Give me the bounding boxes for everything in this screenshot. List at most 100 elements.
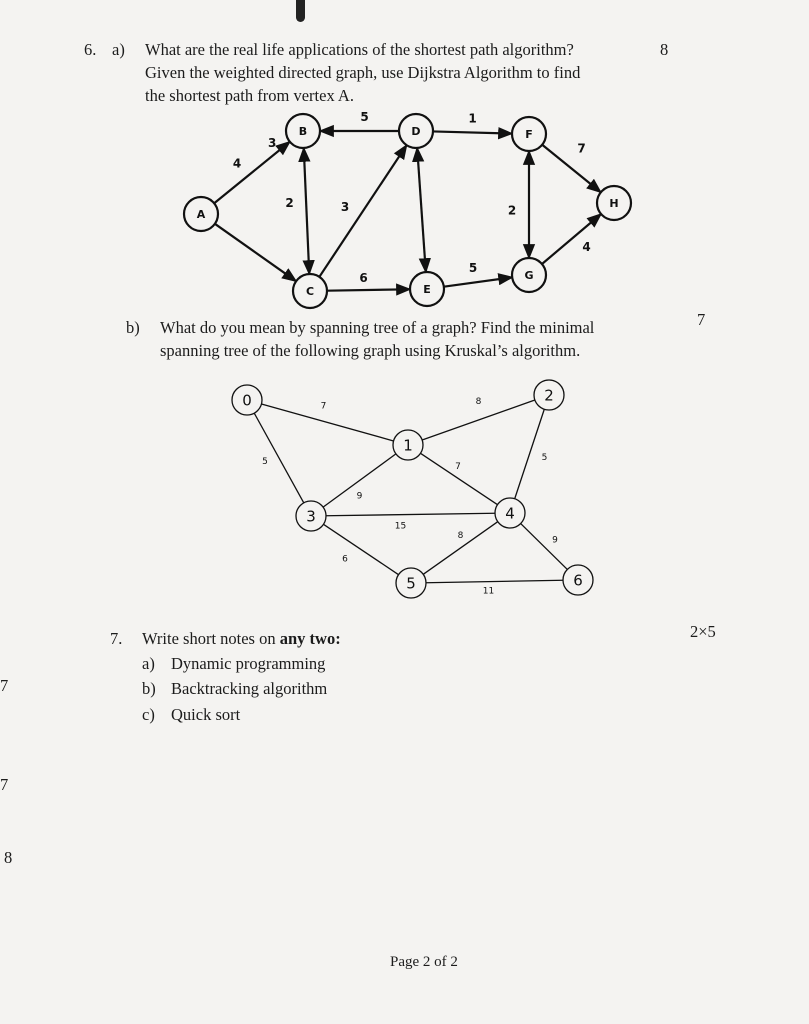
edge-5-6	[425, 579, 564, 584]
node-label: 3	[306, 507, 316, 525]
edge-weight-label: 11	[483, 587, 494, 597]
edge-weight-label: 3	[341, 200, 349, 214]
node-circle-G	[510, 256, 548, 294]
node-label: D	[411, 125, 420, 138]
edge-B-C	[298, 146, 315, 276]
prompt-text: Write short notes on	[142, 629, 280, 648]
edge-weight-label: 9	[552, 536, 558, 546]
question-6-number: 6.	[84, 40, 97, 59]
node-label: 6	[573, 571, 583, 589]
question-6b-line: spanning tree of the following graph usi…	[160, 341, 581, 360]
edge-weight-label: 1	[468, 112, 476, 126]
edge-weight-label: 5	[262, 457, 268, 467]
edge-weight-label: 5	[469, 261, 477, 275]
question-6b-label: b)	[126, 318, 140, 337]
edge-weight-label: 5	[360, 110, 368, 124]
question-7-marks: 2×5	[690, 622, 716, 641]
item-label: a)	[142, 654, 155, 673]
node-label: 5	[406, 574, 416, 592]
edge-weight-label: 5	[542, 453, 548, 463]
prompt-bold: any two:	[279, 629, 341, 648]
question-6a-marks: 8	[660, 40, 669, 59]
edge-4-5	[422, 521, 499, 575]
edge-weight-label: 8	[458, 531, 464, 541]
node-label: E	[423, 283, 431, 296]
question-6a-line: What are the real life applications of t…	[145, 40, 574, 59]
node-label: 2	[544, 386, 554, 404]
edge-weight-label: 7	[577, 142, 585, 156]
edge-weight-label: 9	[357, 492, 363, 502]
edge-A-C	[214, 222, 298, 283]
edge-weight-label: 4	[582, 240, 590, 254]
node-circle-H	[595, 184, 633, 222]
edge-C-E	[326, 283, 412, 296]
node-circle-0	[231, 384, 263, 416]
question-7-prompt: Write short notes on any two:	[142, 629, 341, 649]
edge-weight-label: 6	[342, 555, 348, 565]
node-circle-C	[291, 272, 329, 310]
edge-G-H	[541, 212, 603, 265]
node-circle-2	[533, 379, 565, 411]
edge-1-4	[420, 452, 498, 506]
item-text: Quick sort	[171, 705, 241, 724]
edge-E-G	[443, 273, 514, 288]
margin-mark: 8	[4, 848, 13, 867]
node-circle-6	[562, 564, 594, 596]
item-label: c)	[142, 705, 155, 724]
node-label: 4	[505, 504, 515, 522]
margin-mark: 7	[0, 775, 9, 794]
question-6b-line: What do you mean by spanning tree of a g…	[160, 318, 595, 337]
node-circle-1	[392, 429, 424, 461]
node-circle-E	[408, 270, 446, 308]
node-label: 1	[403, 436, 413, 454]
edge-weight-label: 3	[268, 136, 276, 150]
edge-F-H	[541, 143, 602, 194]
node-circle-B	[284, 112, 322, 150]
edge-1-2	[421, 399, 536, 441]
edge-3-5	[323, 523, 399, 576]
edge-D-F	[432, 127, 514, 140]
node-label: H	[609, 197, 618, 210]
node-circle-4	[494, 497, 526, 529]
node-label: A	[197, 208, 206, 221]
edge-weight-label: 6	[359, 271, 367, 285]
item-text: Dynamic programming	[171, 654, 326, 673]
node-circle-F	[510, 115, 548, 153]
question-7-number: 7.	[110, 629, 123, 648]
edge-0-1	[261, 403, 394, 442]
edge-weight-label: 2	[285, 196, 293, 210]
node-circle-3	[295, 500, 327, 532]
item-text: Backtracking algorithm	[171, 679, 328, 698]
edge-4-6	[520, 523, 568, 570]
question-6a-label: a)	[112, 40, 125, 59]
node-label: 0	[242, 391, 252, 409]
edge-weight-label: 2	[508, 204, 516, 218]
question-6a-line: the shortest path from vertex A.	[145, 86, 354, 105]
node-label: C	[306, 285, 314, 298]
edge-0-3	[253, 412, 305, 504]
edge-weight-label: 7	[321, 402, 327, 412]
ink-blot	[296, 0, 305, 22]
edge-weight-label: 4	[233, 157, 241, 171]
node-circle-D	[397, 112, 435, 150]
margin-mark: 7	[0, 676, 9, 695]
edge-C-D	[318, 143, 408, 278]
edge-weight-label: 15	[395, 522, 406, 532]
node-circle-A	[182, 195, 220, 233]
question-6b-marks: 7	[697, 310, 706, 329]
question-6a-line: Given the weighted directed graph, use D…	[145, 63, 581, 82]
item-label: b)	[142, 679, 156, 698]
node-label: B	[299, 125, 307, 138]
edge-D-E	[411, 146, 432, 274]
node-circle-5	[395, 567, 427, 599]
edge-3-4	[325, 512, 496, 517]
node-label: F	[525, 128, 533, 141]
edge-weight-label: 8	[476, 397, 482, 407]
edge-1-3	[322, 453, 397, 508]
page-footer: Page 2 of 2	[390, 954, 458, 970]
node-label: G	[524, 269, 533, 282]
edge-2-4	[514, 409, 545, 499]
edge-weight-label: 7	[455, 462, 461, 472]
edge-A-B	[213, 140, 292, 205]
